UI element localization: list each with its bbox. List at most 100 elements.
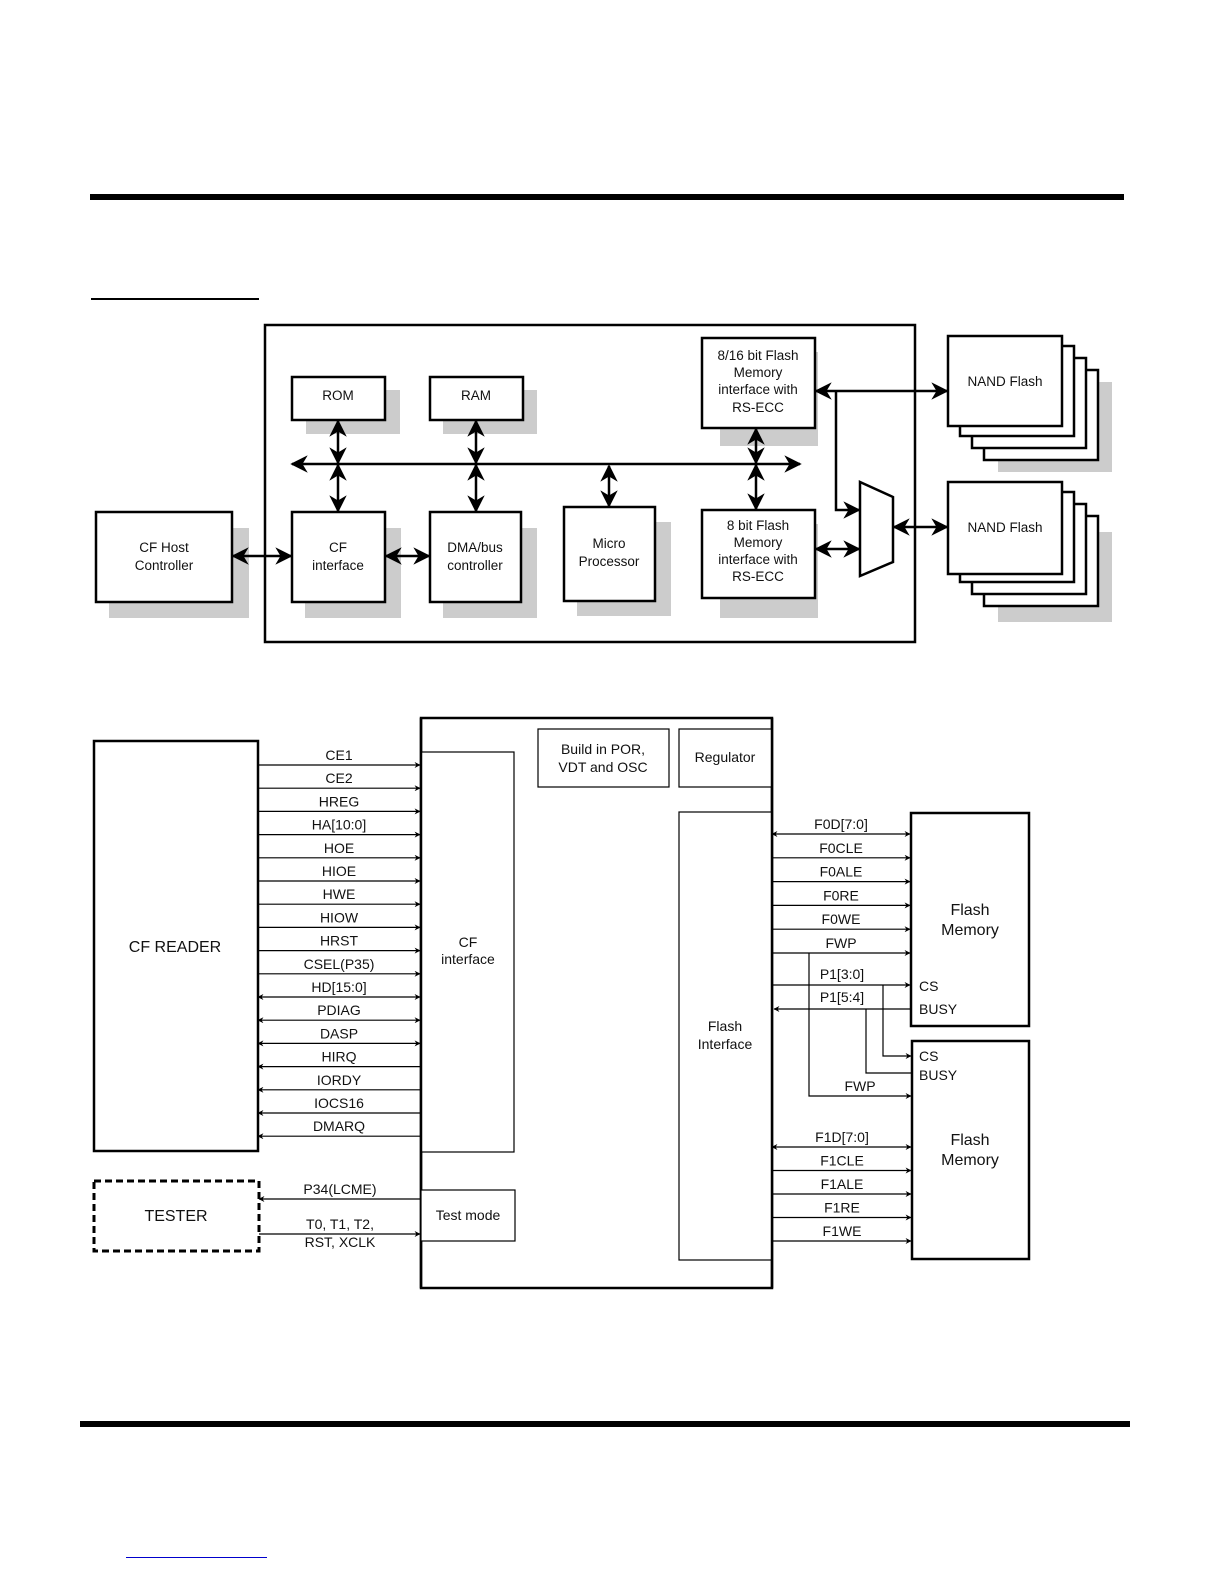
cf-signal-bus: CE1CE2HREGHA[10:0]HOEHIOEHWEHIOWHRSTCSEL…: [257, 747, 421, 1140]
cf-interface-inner-label-2: interface: [441, 951, 495, 967]
cf-signal-label: HREG: [319, 793, 359, 809]
tester-signal-label-line2: RST, XCLK: [305, 1234, 376, 1250]
cf-signal-label: HWE: [323, 886, 356, 902]
regulator-label: Regulator: [695, 749, 756, 765]
micro-processor-block: Micro Processor: [562, 505, 671, 616]
dma-label-1: DMA/bus: [447, 540, 503, 555]
cf-signal-label: IOCS16: [314, 1095, 364, 1111]
tester-label: TESTER: [144, 1208, 207, 1225]
cf-signal-label: HD[15:0]: [311, 979, 366, 995]
flash0-signal-bus: F0D[7:0] F0CLE F0ALE F0RE F0WE FWP: [771, 816, 911, 956]
cf-signal-label: PDIAG: [317, 1002, 361, 1018]
cf-signal-label: HIOE: [322, 863, 356, 879]
flash-8-label-1: 8 bit Flash: [727, 518, 789, 533]
flash-memory-1-block: [910, 1039, 1031, 1261]
cf-interface-inner-label-1: CF: [459, 934, 478, 950]
dma-label-2: controller: [447, 558, 503, 573]
flash-interface-label-2: Interface: [698, 1036, 753, 1052]
flash1-busy-pin-label: BUSY: [919, 1067, 958, 1083]
por-vdt-osc-block: [537, 728, 670, 788]
test-mode-label: Test mode: [436, 1207, 501, 1223]
cf-signal-label: CSEL(P35): [304, 956, 375, 972]
por-label-1: Build in POR,: [561, 741, 645, 757]
flash0-signal-label: F0WE: [822, 911, 861, 927]
cf-interface-block: CF interface: [290, 510, 401, 618]
cf-interface-label-1: CF: [329, 540, 347, 555]
flash-816-label-2: Memory: [734, 365, 783, 380]
flash0-signal-label: F0RE: [823, 887, 859, 903]
flash1-signal-label: F1WE: [823, 1223, 862, 1239]
nand-top-label: NAND Flash: [967, 374, 1042, 389]
tester-signal-label: P34(LCME): [303, 1181, 376, 1197]
cf-signal-label: CE2: [325, 770, 352, 786]
p1-busy-label: P1[5:4]: [820, 989, 864, 1005]
footer-rule: [80, 1421, 1130, 1427]
flash0-signal-label: F0CLE: [819, 840, 863, 856]
flash0-signal-label: F0ALE: [820, 864, 863, 880]
cf-signal-label: HRST: [320, 933, 359, 949]
cf-host-controller-block: CF Host Controller: [94, 510, 249, 618]
cf-signal-label: DASP: [320, 1025, 358, 1041]
multiplexer-symbol: [858, 480, 895, 578]
cf-signal-label: HA[10:0]: [312, 817, 366, 833]
cf-interface-label-2: interface: [312, 558, 364, 573]
flash-8-label-2: Memory: [734, 535, 783, 550]
p1-cs-line-1: [882, 985, 912, 1059]
flash-memory-1-label-1: Flash: [950, 1132, 989, 1149]
shared-control-routing: P1[3:0] P1[5:4] FWP: [772, 953, 912, 1099]
test-mode-block: [420, 1189, 516, 1242]
pin-connection-diagram: CF READER TESTER Build in POR, VDT and O…: [92, 716, 1031, 1290]
controller-chip-boundary: [263, 323, 917, 644]
cf-reader-block: [92, 739, 260, 1153]
micro-label-2: Processor: [579, 554, 640, 569]
nand-flash-stack-top: NAND Flash: [946, 334, 1112, 472]
flash1-signal-label: F1RE: [824, 1200, 860, 1216]
tester-block: [92, 1179, 261, 1253]
dma-bus-controller-block: DMA/bus controller: [428, 510, 537, 618]
cf-host-label-2: Controller: [135, 558, 194, 573]
micro-label-1: Micro: [593, 536, 626, 551]
flash0-busy-pin-label: BUSY: [919, 1001, 958, 1017]
tester-signal-label: T0, T1, T2,: [306, 1216, 374, 1232]
ram-label: RAM: [461, 388, 491, 403]
flash0-signal-label: FWP: [825, 935, 856, 951]
cf-host-label-1: CF Host: [139, 540, 189, 555]
flash-interface-8-block: 8 bit Flash Memory interface with RS-ECC: [700, 508, 818, 618]
flash-816-label-3: interface with: [718, 382, 798, 397]
flash-memory-0-block: [909, 811, 1031, 1028]
flash1-signal-label: F1CLE: [820, 1153, 864, 1169]
p1-cs-label: P1[3:0]: [820, 966, 864, 982]
cf-signal-label: IORDY: [317, 1072, 362, 1088]
por-label-2: VDT and OSC: [558, 759, 647, 775]
flash0-signal-label: F0D[7:0]: [814, 816, 868, 832]
footer-link-underline[interactable]: [126, 1557, 267, 1558]
nand-flash-stack-bottom: NAND Flash: [946, 480, 1112, 622]
p1-busy-line-1: [865, 1009, 911, 1074]
flash0-cs-pin-label: CS: [919, 978, 938, 994]
nand-bottom-label: NAND Flash: [967, 520, 1042, 535]
flash-interface-8-16-block: 8/16 bit Flash Memory interface with RS-…: [700, 336, 818, 446]
cf-reader-label: CF READER: [129, 939, 221, 956]
flash1-signal-label: F1ALE: [821, 1176, 864, 1192]
flash1-signal-bus: F1D[7:0] F1CLE F1ALE F1RE F1WE: [771, 1129, 912, 1244]
rom-block: ROM: [290, 375, 400, 434]
cf-signal-label: DMARQ: [313, 1118, 365, 1134]
flash1-cs-pin-label: CS: [919, 1048, 938, 1064]
flash816-to-mux-link: [834, 391, 861, 519]
fwp-line-1: [808, 953, 912, 1099]
cf-signal-label: CE1: [325, 747, 352, 763]
controller-block-diagram: ROM RAM 8/16 bit Flash Memory interface …: [94, 323, 1112, 644]
flash-interface-label-1: Flash: [708, 1018, 742, 1034]
flash-816-label-4: RS-ECC: [732, 400, 784, 415]
cf-signal-label: HIOW: [320, 909, 359, 925]
regulator-block: [678, 728, 773, 788]
flash1-signal-label: F1D[7:0]: [815, 1129, 869, 1145]
cf-signal-label: HIRQ: [322, 1049, 357, 1065]
flash-8-label-4: RS-ECC: [732, 569, 784, 584]
flash-memory-0-label-2: Memory: [941, 922, 999, 939]
rom-label: ROM: [322, 388, 354, 403]
tester-signal-bus: P34(LCME) T0, T1, T2, RST, XCLK: [258, 1181, 421, 1250]
flash-8-label-3: interface with: [718, 552, 798, 567]
fwp-label-1: FWP: [844, 1078, 875, 1094]
